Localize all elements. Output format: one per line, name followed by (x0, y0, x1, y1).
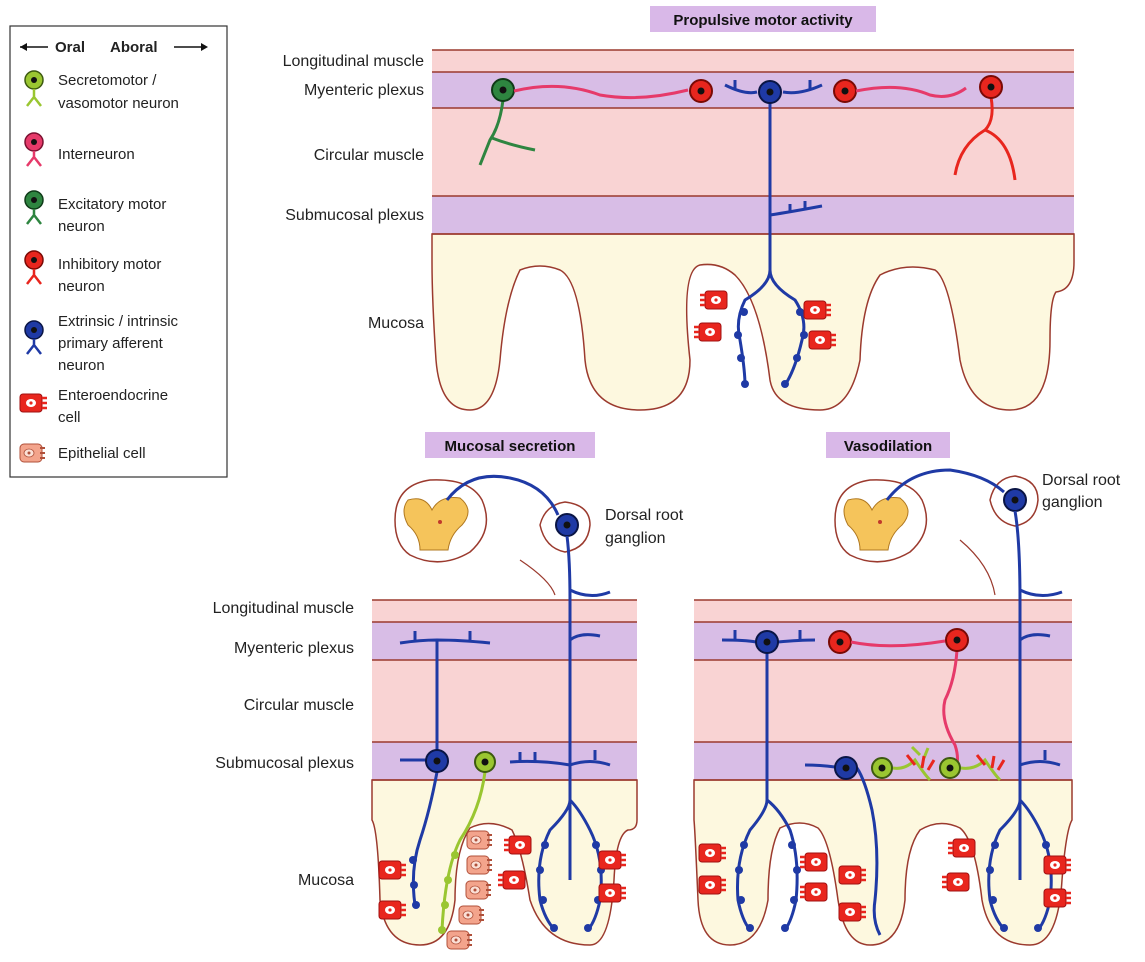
legend: Oral Aboral Secretomotor / vasomotor neu… (10, 26, 227, 477)
enteroendocrine-cell (800, 883, 827, 901)
legend-aboral-label: Aboral (110, 39, 158, 56)
legend-label-line3: neuron (58, 357, 105, 374)
enteroendocrine-cell (694, 323, 721, 341)
circular-muscle-layer (372, 660, 637, 742)
layer-label-myenteric: Myenteric plexus (234, 640, 354, 657)
interneuron (946, 629, 968, 651)
vasomotor-neuron (940, 758, 960, 778)
legend-label-line1: Excitatory motor (58, 196, 166, 213)
enteroendocrine-cell (599, 851, 626, 869)
mucosa-villi (694, 780, 1072, 945)
longitudinal-muscle-layer (694, 600, 1072, 622)
spinal-cord (395, 480, 486, 562)
epithelial-cell (447, 931, 472, 949)
dorsal-root-ganglion (540, 502, 590, 552)
myenteric-afferent-neuron (756, 631, 778, 653)
vasomotor-neuron (872, 758, 892, 778)
panel-secretion: Mucosal secretion Dorsal root ganglion L… (213, 432, 684, 949)
legend-item-epithelial: Epithelial cell (20, 444, 146, 462)
longitudinal-muscle-layer (372, 600, 637, 622)
inhibitory-motor-neuron (690, 80, 712, 102)
layer-label-myenteric: Myenteric plexus (304, 82, 424, 99)
epithelial-cell (467, 831, 492, 849)
dorsal-root-ganglion (990, 476, 1038, 526)
legend-label-line1: Epithelial cell (58, 445, 146, 462)
enteroendocrine-cell (1044, 889, 1071, 907)
drg-label-line1: Dorsal root (605, 507, 684, 524)
epithelial-cell (467, 856, 492, 874)
legend-label-line1: Secretomotor / (58, 72, 157, 89)
drg-label-line2: ganglion (1042, 494, 1103, 511)
legend-label-line2: vasomotor neuron (58, 95, 179, 112)
legend-oral-label: Oral (55, 39, 85, 56)
legend-label-line2: neuron (58, 218, 105, 235)
enteroendocrine-cell (700, 291, 727, 309)
panel-title: Propulsive motor activity (673, 12, 853, 29)
panel-title: Mucosal secretion (445, 438, 576, 455)
legend-label-line1: Extrinsic / intrinsic (58, 313, 179, 330)
layer-label-longitudinal: Longitudinal muscle (283, 53, 425, 70)
submucosal-afferent-neuron (835, 757, 857, 779)
legend-label-line2: neuron (58, 278, 105, 295)
layer-label-circular: Circular muscle (314, 147, 424, 164)
submucosal-afferent-neuron (426, 750, 448, 772)
spinal-cord (835, 480, 926, 562)
enteroendocrine-cell (948, 839, 975, 857)
legend-label-line1: Enteroendocrine (58, 387, 168, 404)
panel-title: Vasodilation (844, 438, 932, 455)
layer-label-circular: Circular muscle (244, 697, 354, 714)
secretomotor-neuron (475, 752, 495, 772)
enteroendocrine-cell (498, 871, 525, 889)
legend-label-line2: cell (58, 409, 81, 426)
enteroendocrine-cell (504, 836, 531, 854)
myenteric-plexus-layer (432, 72, 1074, 108)
epithelial-cell (466, 881, 491, 899)
longitudinal-muscle-layer (432, 50, 1074, 72)
enteroendocrine-cell (1044, 856, 1071, 874)
mucosa-villi (432, 234, 1074, 410)
enteroendocrine-cell (800, 853, 827, 871)
enteroendocrine-cell (599, 884, 626, 902)
layer-label-mucosa: Mucosa (298, 872, 354, 889)
drg-label-line2: ganglion (605, 530, 666, 547)
circular-muscle-layer (432, 108, 1074, 196)
layer-label-submucosal: Submucosal plexus (285, 207, 424, 224)
interneuron (829, 631, 851, 653)
layer-label-longitudinal: Longitudinal muscle (213, 600, 355, 617)
epithelial-cell (459, 906, 484, 924)
drg-label-line1: Dorsal root (1042, 472, 1121, 489)
legend-label-line1: Interneuron (58, 146, 135, 163)
legend-label-line1: Inhibitory motor (58, 256, 161, 273)
layer-label-mucosa: Mucosa (368, 315, 424, 332)
enteroendocrine-cell (942, 873, 969, 891)
epithelial-cell-icon (20, 444, 45, 462)
circular-muscle-layer (694, 660, 1072, 742)
submucosal-plexus-layer (432, 196, 1074, 234)
panel-vasodilation: Vasodilation Dorsal root ganglion (694, 432, 1121, 945)
layer-label-submucosal: Submucosal plexus (215, 755, 354, 772)
legend-label-line2: primary afferent (58, 335, 164, 352)
panel-propulsive: Propulsive motor activity Longitudinal m… (283, 6, 1074, 410)
legend-box (10, 26, 227, 477)
inhibitory-motor-neuron (834, 80, 856, 102)
